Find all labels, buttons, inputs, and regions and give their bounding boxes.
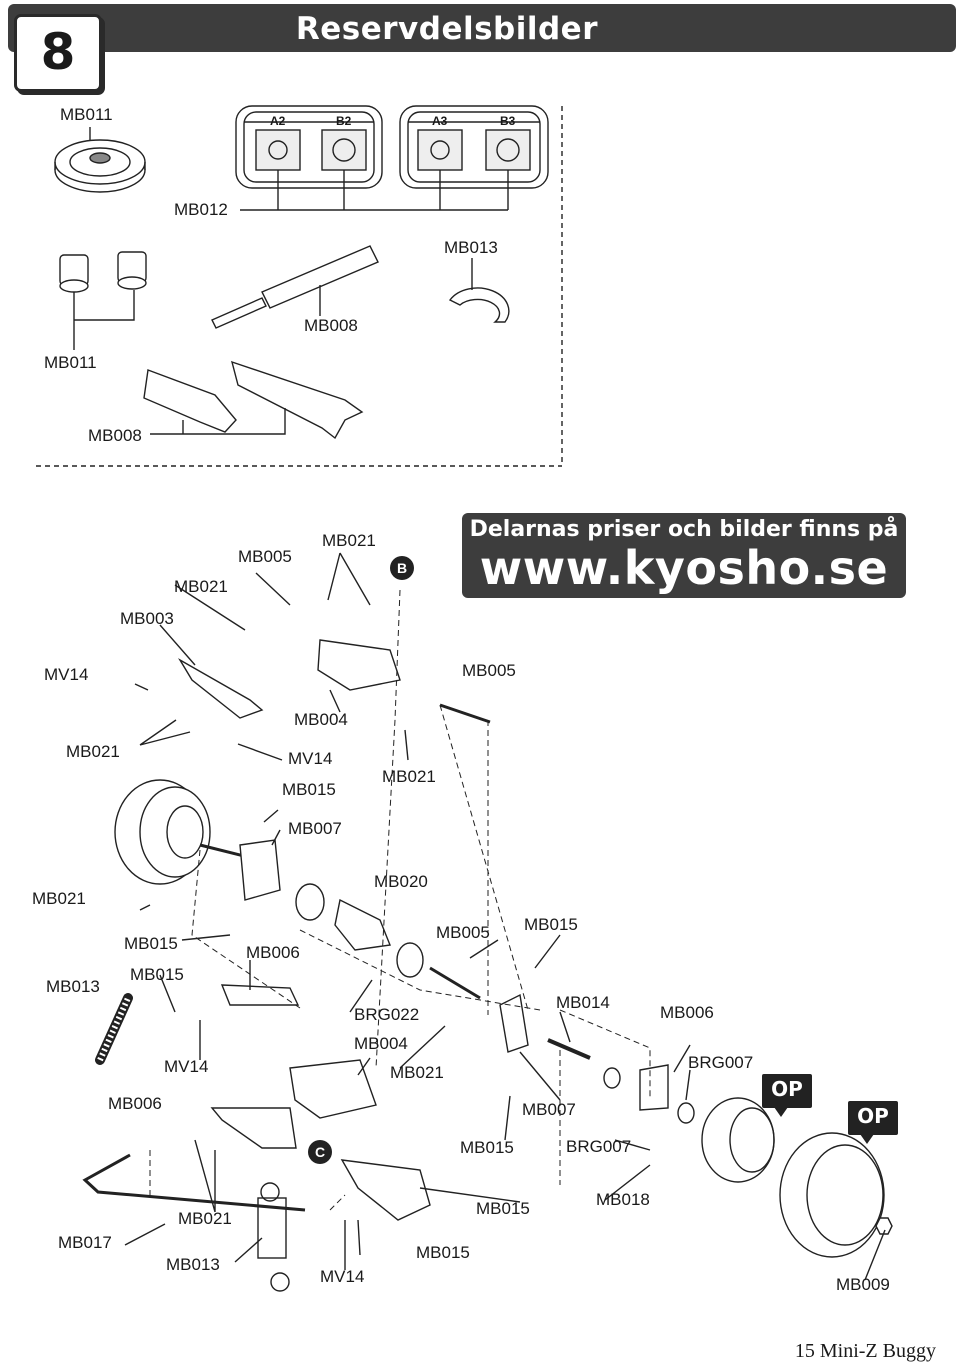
label-b2: B2 <box>336 114 352 128</box>
label-mb021-f: MB021 <box>390 1063 444 1082</box>
label-brg007-a: BRG007 <box>688 1053 754 1072</box>
tire-icon-front <box>114 779 211 885</box>
label-a2: A2 <box>270 114 286 128</box>
label-mb007-b: MB007 <box>522 1100 576 1119</box>
suspension-arm <box>178 658 264 719</box>
header-bar: Reservdelsbilder <box>8 4 956 52</box>
label-mv14-b: MV14 <box>288 749 333 768</box>
label-mb020: MB020 <box>374 872 428 891</box>
step-number-box: 8 <box>14 14 102 92</box>
label-mb021-a: MB021 <box>322 531 376 550</box>
promo-url[interactable]: www.kyosho.se <box>479 541 889 595</box>
label-mb011-top: MB011 <box>60 105 113 124</box>
promo-banner: Delarnas priser och bilder finns på www.… <box>462 513 906 598</box>
shock-icon-front <box>95 993 133 1065</box>
op-badge-1: OP <box>762 1074 812 1117</box>
rear-arm <box>340 1159 431 1221</box>
gear-icon <box>54 139 146 193</box>
rear-bulkhead <box>289 1059 377 1119</box>
label-b3: B3 <box>500 114 516 128</box>
label-mb004-a: MB004 <box>294 710 348 729</box>
label-mb015-g: MB015 <box>416 1243 470 1262</box>
label-mb006-c: MB006 <box>108 1094 162 1113</box>
label-mv14-c: MV14 <box>164 1057 209 1076</box>
label-mb003: MB003 <box>120 609 174 628</box>
op-badge-2: OP <box>848 1101 898 1144</box>
label-mb021-e: MB021 <box>32 889 86 908</box>
label-mb013-a: MB013 <box>46 977 100 996</box>
marker-c: C <box>308 1140 332 1164</box>
page-footer: 15 Mini-Z Buggy <box>794 1340 936 1362</box>
differential-icon <box>334 898 391 951</box>
label-mb015-a: MB015 <box>282 780 336 799</box>
shock-icon-rear <box>257 1182 290 1292</box>
hub-carrier <box>239 839 281 901</box>
tie-rod-front <box>439 703 491 724</box>
label-a3: A3 <box>432 114 448 128</box>
pinion-icon <box>59 251 147 293</box>
stabilizer-bar <box>82 1153 306 1212</box>
drive-shaft <box>429 966 481 1000</box>
label-mb021-c: MB021 <box>66 742 120 761</box>
label-mb013-top: MB013 <box>444 238 498 257</box>
label-brg022: BRG022 <box>354 1005 420 1024</box>
label-mb021-d: MB021 <box>382 767 436 786</box>
label-mb008-bottom: MB008 <box>88 426 142 445</box>
label-mb021-b: MB021 <box>174 577 228 596</box>
label-mv14-d: MV14 <box>320 1267 365 1286</box>
rear-hub <box>499 993 529 1053</box>
label-brg007-b: BRG007 <box>566 1137 632 1156</box>
hex-tool-icon <box>211 245 379 329</box>
clip-icon <box>448 287 510 323</box>
label-mb008-top: MB008 <box>304 316 358 335</box>
wheel-icon-rear <box>701 1097 775 1183</box>
label-mb013-b: MB013 <box>166 1255 220 1274</box>
label-mb018: MB018 <box>596 1190 650 1209</box>
label-mb005-b: MB005 <box>462 661 516 680</box>
tire-icon-rear <box>779 1132 885 1258</box>
label-mb015-f: MB015 <box>476 1199 530 1218</box>
label-mb011-mid: MB011 <box>44 353 97 372</box>
bushing-sprue-2 <box>399 105 549 189</box>
upper-bulkhead <box>317 639 401 691</box>
step-number: 8 <box>40 23 76 81</box>
label-mb007-a: MB007 <box>288 819 342 838</box>
label-mb015-d: MB015 <box>130 965 184 984</box>
label-mb009: MB009 <box>836 1275 890 1294</box>
bearing-icon <box>295 883 325 921</box>
bushing-sprue-1 <box>235 105 383 189</box>
label-mb014: MB014 <box>556 993 610 1012</box>
label-mb006-a: MB006 <box>246 943 300 962</box>
nut-icon <box>875 1217 893 1235</box>
label-mb021-g: MB021 <box>178 1209 232 1228</box>
label-mb005-c: MB005 <box>436 923 490 942</box>
promo-text: Delarnas priser och bilder finns på <box>469 517 899 542</box>
label-mb015-e: MB015 <box>460 1138 514 1157</box>
label-mb015-b: MB015 <box>124 934 178 953</box>
label-mb006-b: MB006 <box>660 1003 714 1022</box>
label-mb012: MB012 <box>174 200 228 219</box>
label-mb017: MB017 <box>58 1233 112 1252</box>
page-title: Reservdelsbilder <box>295 11 598 47</box>
lower-arm <box>220 984 300 1006</box>
label-mb004-b: MB004 <box>354 1034 408 1053</box>
label-mv14-a: MV14 <box>44 665 89 684</box>
label-mb005-a: MB005 <box>238 547 292 566</box>
label-mb015-c: MB015 <box>524 915 578 934</box>
marker-b: B <box>390 556 414 580</box>
wrench-icon <box>143 360 364 440</box>
